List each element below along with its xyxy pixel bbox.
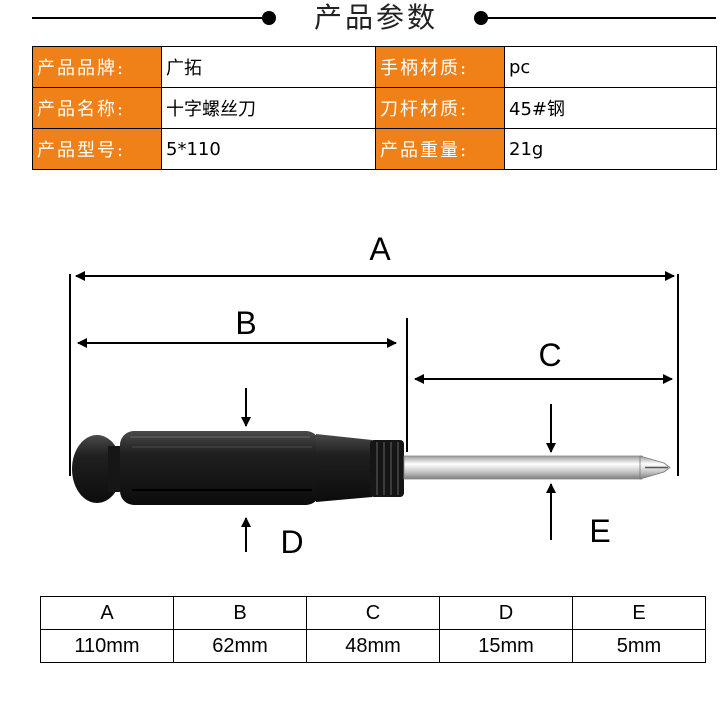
dimension-header-e: E (572, 596, 706, 630)
dimension-value-b: 62mm (173, 629, 307, 663)
shaft-material-label: 刀杆材质: (375, 87, 505, 129)
dimension-e-label: E (589, 513, 610, 549)
title-dot-left (262, 11, 276, 25)
handle-taper (316, 434, 372, 502)
dimensions-value-row: 110mm 62mm 48mm 15mm 5mm (40, 629, 706, 663)
dimension-c-label: C (538, 337, 561, 373)
dimension-d-label: D (280, 524, 303, 560)
product-name-label: 产品名称: (32, 87, 162, 129)
shaft-material-value: 45#钢 (504, 87, 717, 129)
dimension-b-label: B (235, 305, 256, 341)
dimension-header-b: B (173, 596, 307, 630)
dimension-value-c: 48mm (306, 629, 440, 663)
handle-material-label: 手柄材质: (375, 46, 505, 88)
title-line-left (32, 17, 268, 19)
dimension-value-e: 5mm (572, 629, 706, 663)
handle-collar (370, 440, 404, 497)
model-label: 产品型号: (32, 128, 162, 170)
spec-row: 产品名称: 十字螺丝刀 刀杆材质: 45#钢 (32, 87, 717, 129)
dimension-header-a: A (40, 596, 174, 630)
product-name-value: 十字螺丝刀 (161, 87, 376, 129)
brand-label: 产品品牌: (32, 46, 162, 88)
dimensions-table: A B C D E 110mm 62mm 48mm 15mm 5mm (40, 596, 706, 663)
brand-value: 广拓 (161, 46, 376, 88)
screwdriver-shaft (403, 455, 643, 480)
spec-row: 产品型号: 5*110 产品重量: 21g (32, 128, 717, 170)
page-title: 产品参数 (313, 1, 438, 34)
spec-table: 产品品牌: 广拓 手柄材质: pc 产品名称: 十字螺丝刀 刀杆材质: 45#钢… (32, 46, 717, 170)
dimension-value-a: 110mm (40, 629, 174, 663)
dimension-a-label: A (369, 231, 391, 267)
model-value: 5*110 (161, 128, 376, 170)
handle-grip (120, 431, 320, 505)
weight-value: 21g (504, 128, 717, 170)
dimensions-header-row: A B C D E (40, 596, 706, 630)
dimension-value-d: 15mm (439, 629, 573, 663)
handle-material-value: pc (504, 46, 717, 88)
screwdriver-diagram: A B C D E (69, 231, 679, 560)
title-dot-right (474, 11, 488, 25)
title-line-right (484, 17, 716, 19)
dimension-header-d: D (439, 596, 573, 630)
spec-row: 产品品牌: 广拓 手柄材质: pc (32, 46, 717, 88)
weight-label: 产品重量: (375, 128, 505, 170)
dimension-header-c: C (306, 596, 440, 630)
